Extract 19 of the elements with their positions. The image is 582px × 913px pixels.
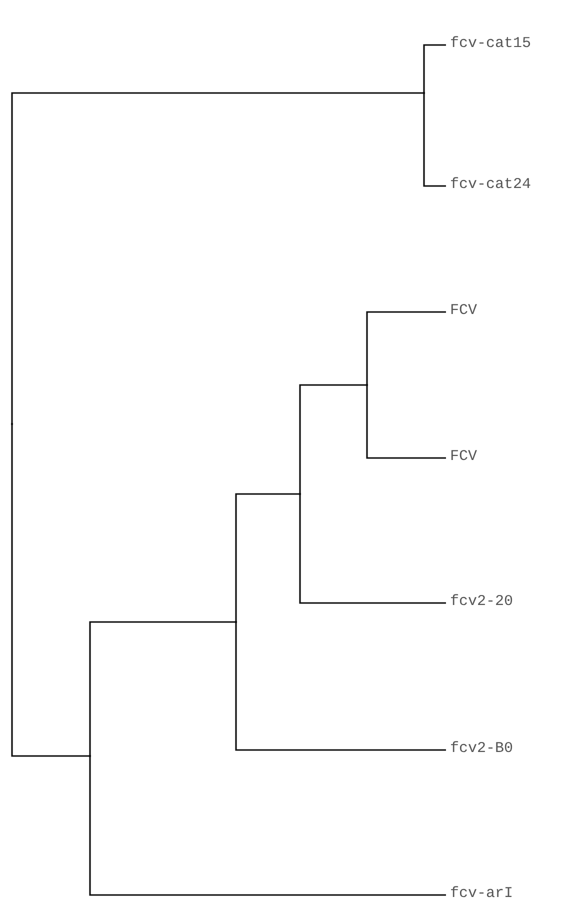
tree-branch <box>366 385 446 459</box>
tree-branch <box>423 44 446 93</box>
tree-branch <box>235 622 446 751</box>
tree-branch <box>366 311 446 385</box>
leaf-label: fcv-cat15 <box>450 35 532 53</box>
leaf-label: fcv2-20 <box>450 593 514 611</box>
tree-branch <box>89 621 236 756</box>
tree-branch <box>299 384 367 494</box>
tree-branch <box>235 493 300 622</box>
tree-branch <box>299 494 446 604</box>
tree-branch <box>11 92 424 424</box>
leaf-label: fcv-arI <box>450 885 514 903</box>
leaf-label: FCV <box>450 302 478 320</box>
tree-branch <box>423 93 446 187</box>
leaf-label: FCV <box>450 448 478 466</box>
tree-branch <box>11 424 90 757</box>
leaf-label: fcv-cat24 <box>450 176 532 194</box>
tree-branch <box>89 756 446 896</box>
leaf-label: fcv2-B0 <box>450 740 514 758</box>
